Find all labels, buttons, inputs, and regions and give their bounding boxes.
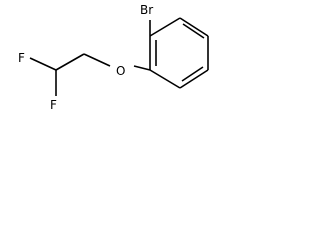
ring-bond-2: [179, 17, 209, 37]
molecule-structure: Br O F F: [18, 3, 209, 112]
c-o-bond: [133, 65, 151, 71]
oxygen-label: O: [116, 64, 125, 78]
ring-bond-1: [149, 17, 181, 37]
substituent-bonds: [29, 20, 151, 96]
ch2-chf2-bond: [55, 53, 85, 71]
o-ch2-bond: [83, 53, 111, 67]
ring-bond-5: [149, 69, 181, 89]
c-f-top-bond: [29, 57, 57, 71]
structure-canvas: Br O F F: [0, 0, 220, 138]
ring-double-bond-2: [181, 66, 204, 82]
bromine-label: Br: [140, 3, 153, 17]
benzene-ring: [149, 17, 209, 89]
ring-bond-4: [179, 69, 209, 89]
fluorine-bottom-label: F: [50, 98, 57, 112]
fluorine-top-label: F: [18, 51, 25, 65]
ring-double-bond-1: [182, 23, 205, 39]
